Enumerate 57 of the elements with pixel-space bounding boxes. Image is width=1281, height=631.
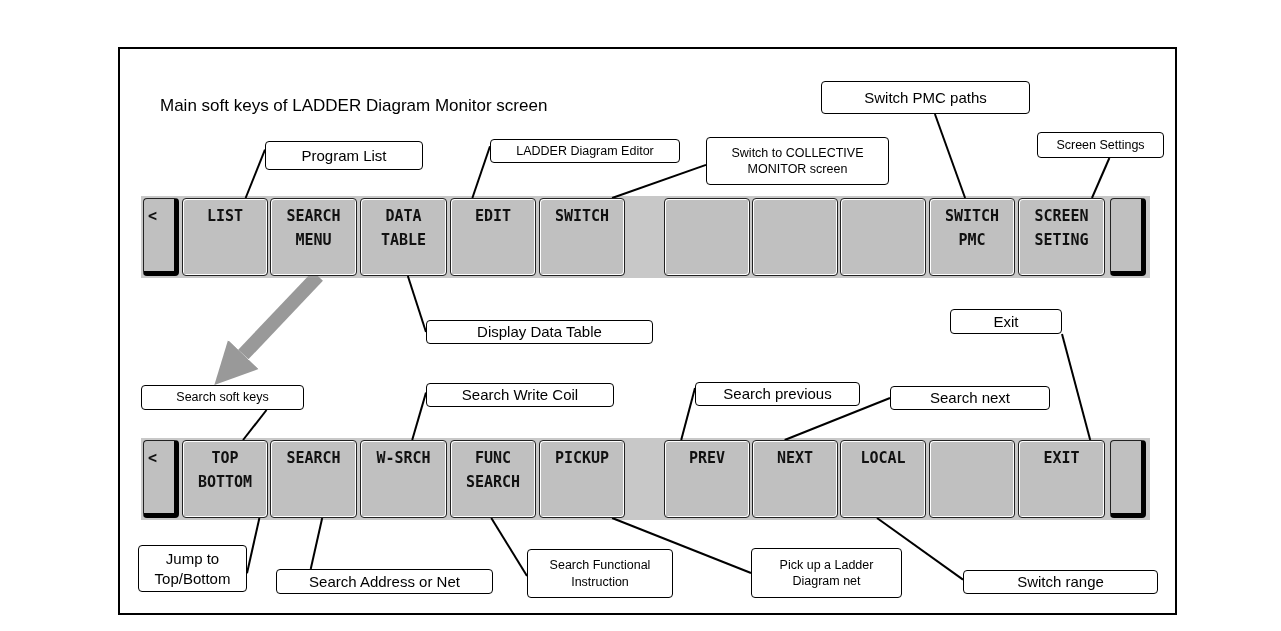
leader-line: [490, 517, 528, 577]
callout-box: Display Data Table: [426, 320, 653, 344]
soft-key: SWITCH PMC: [929, 198, 1015, 276]
leader-line: [309, 517, 324, 570]
soft-key: FUNC SEARCH: [450, 440, 536, 518]
callout-box: Pick up a Ladder Diagram net: [751, 548, 902, 598]
soft-key: [664, 198, 750, 276]
soft-key: LOCAL: [840, 440, 926, 518]
leader-line: [246, 517, 261, 575]
leader-line: [242, 409, 268, 441]
callout-box: Search Write Coil: [426, 383, 614, 407]
soft-key: [752, 198, 838, 276]
leader-line: [411, 391, 427, 441]
callout-box: Search previous: [695, 382, 860, 406]
callout-box: Switch PMC paths: [821, 81, 1030, 114]
callout-box: Search Address or Net: [276, 569, 493, 594]
leader-line: [680, 387, 696, 441]
leader-line: [611, 517, 752, 574]
soft-key: TOP BOTTOM: [182, 440, 268, 518]
leader-line: [1090, 157, 1111, 199]
leader-line: [876, 517, 964, 581]
callout-box: Switch to COLLECTIVE MONITOR screen: [706, 137, 889, 185]
diagram-title: Main soft keys of LADDER Diagram Monitor screen: [160, 95, 548, 117]
leader-line: [1061, 333, 1092, 441]
callout-box: Jump to Top/Bottom: [138, 545, 247, 592]
leader-line: [783, 397, 891, 441]
leader-line: [611, 163, 707, 199]
soft-key: SEARCH MENU: [270, 198, 357, 276]
soft-key: [929, 440, 1015, 518]
leader-line: [471, 145, 491, 199]
soft-key: [1110, 440, 1146, 518]
soft-key: PICKUP: [539, 440, 625, 518]
soft-key: EDIT: [450, 198, 536, 276]
callout-box: Program List: [265, 141, 423, 170]
leader-line: [244, 148, 266, 199]
soft-key: DATA TABLE: [360, 198, 447, 276]
callout-box: Screen Settings: [1037, 132, 1164, 158]
soft-key: SEARCH: [270, 440, 357, 518]
soft-key: [1110, 198, 1146, 276]
callout-box: Search soft keys: [141, 385, 304, 410]
soft-key: SWITCH: [539, 198, 625, 276]
soft-key: W-SRCH: [360, 440, 447, 518]
soft-key: EXIT: [1018, 440, 1105, 518]
soft-key: <: [143, 440, 179, 518]
soft-key: PREV: [664, 440, 750, 518]
soft-key: SCREEN SETING: [1018, 198, 1105, 276]
callout-box: Exit: [950, 309, 1062, 334]
callout-box: Search next: [890, 386, 1050, 410]
soft-key: <: [143, 198, 179, 276]
leader-line: [406, 275, 427, 333]
leader-line: [933, 113, 967, 199]
callout-box: LADDER Diagram Editor: [490, 139, 680, 163]
soft-key: LIST: [182, 198, 268, 276]
callout-box: Switch range: [963, 570, 1158, 594]
soft-key: [840, 198, 926, 276]
callout-box: Search Functional Instruction: [527, 549, 673, 598]
soft-key: NEXT: [752, 440, 838, 518]
